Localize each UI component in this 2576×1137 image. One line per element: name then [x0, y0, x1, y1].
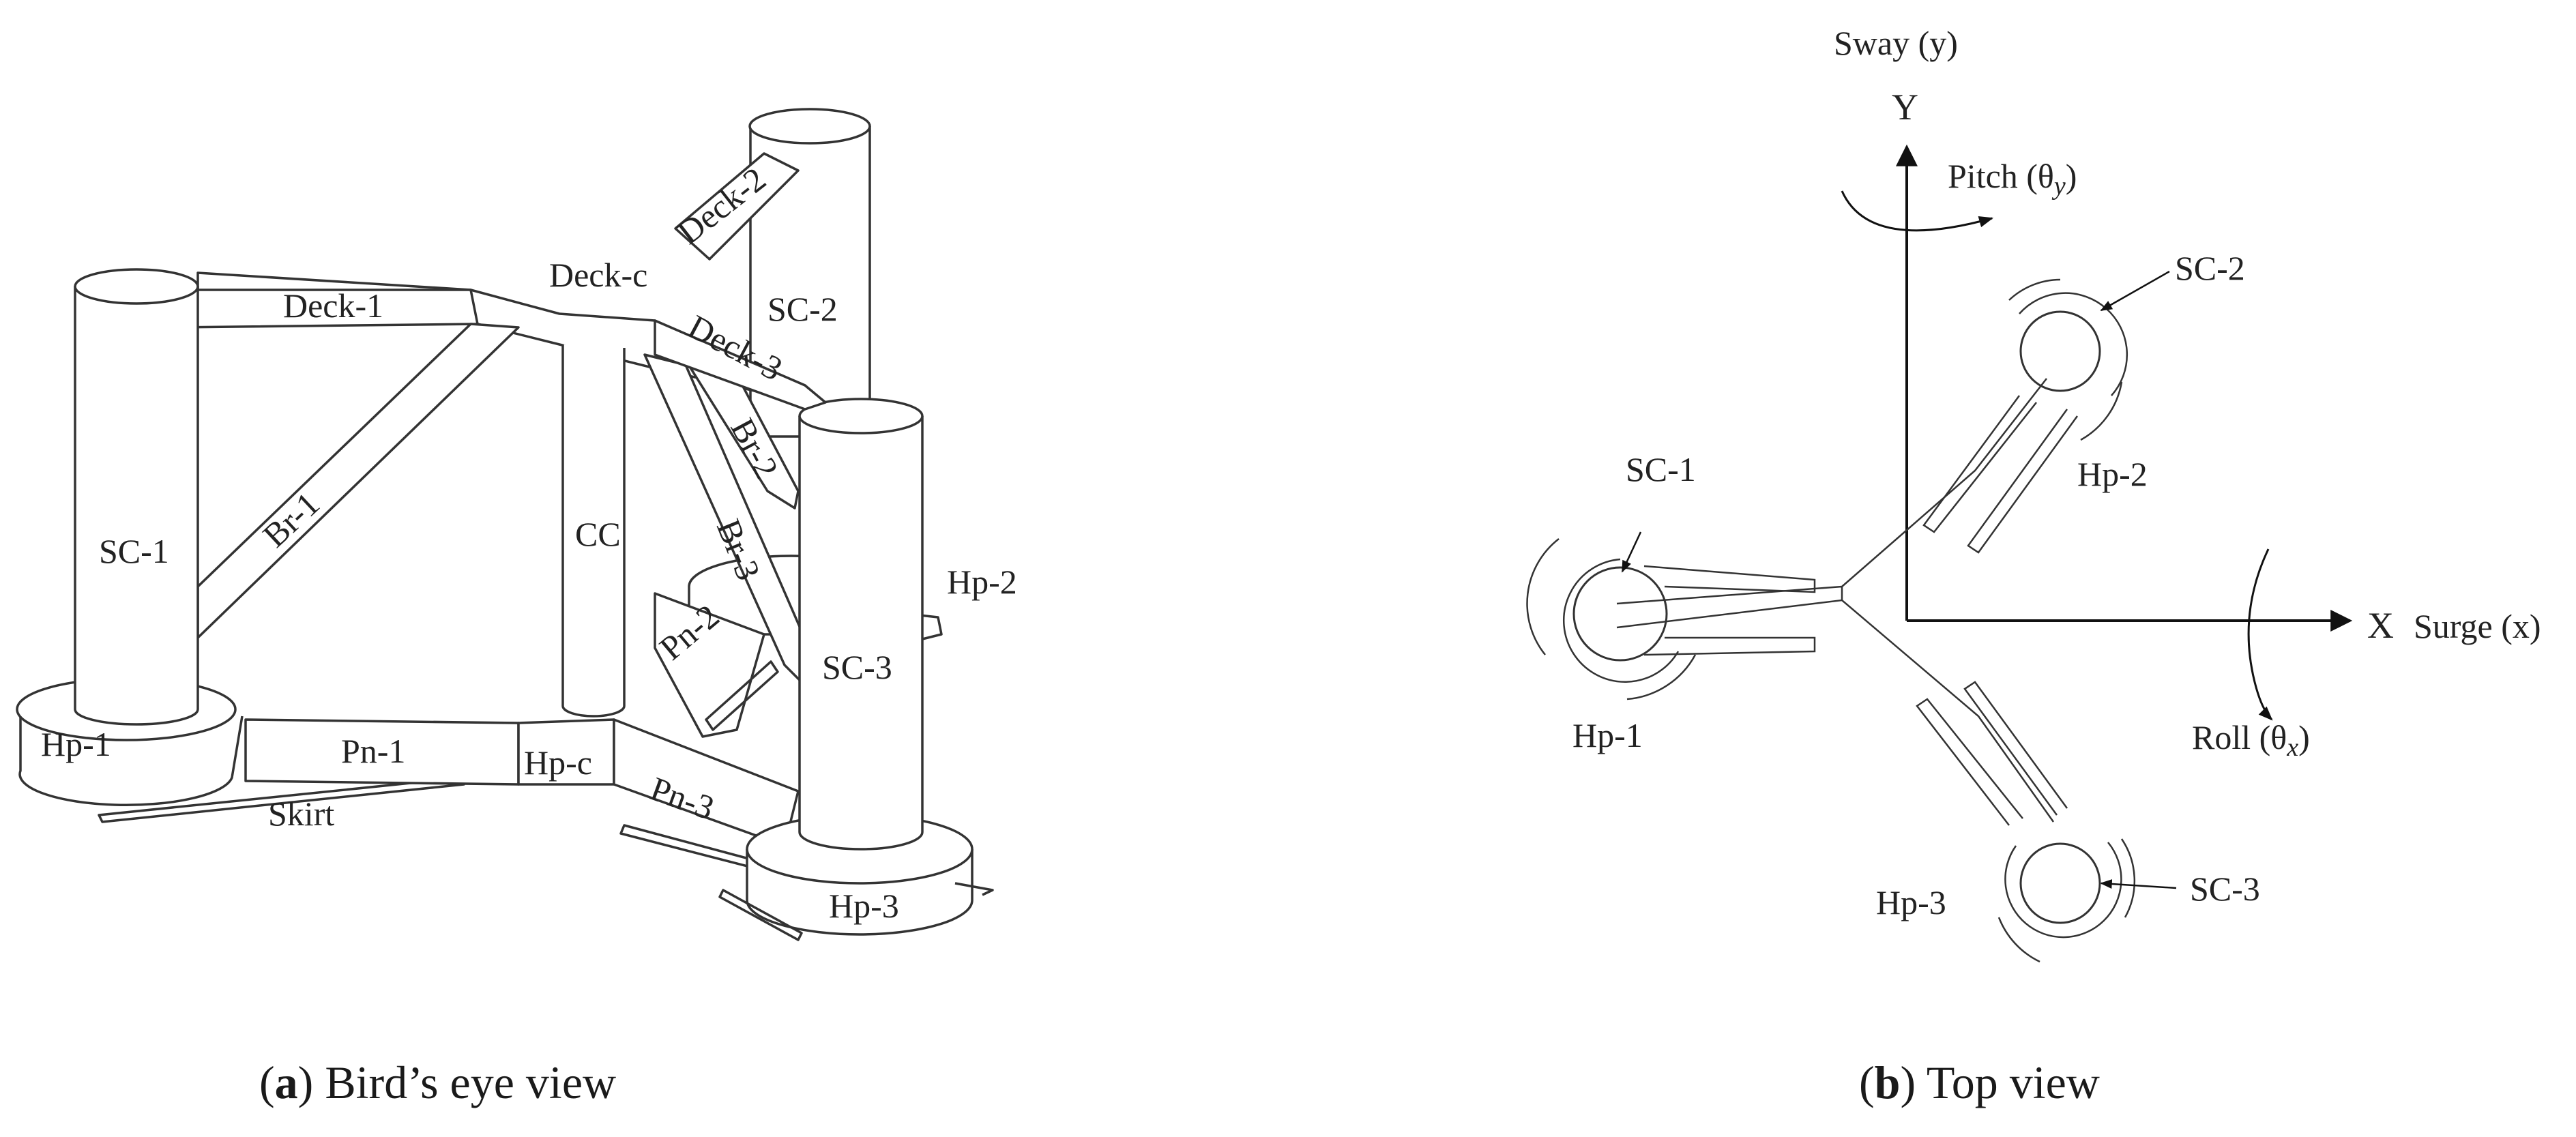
label-deck-c: Deck-c	[549, 256, 647, 294]
label-sway: Sway (y)	[1834, 24, 1958, 62]
topview-label-hp1: Hp-1	[1572, 716, 1643, 754]
label-sc1: SC-1	[99, 532, 169, 570]
topview-label-sc2: SC-2	[2175, 249, 2245, 287]
panel-a-birds-eye-view: SC-1 SC-2 SC-3 CC Deck-1 Deck-2 Deck-3 D…	[16, 108, 1017, 941]
caption-b-letter: b	[1875, 1057, 1901, 1108]
leader-sc2	[2100, 270, 2170, 312]
central-column-cc-shape	[561, 344, 626, 718]
topview-label-sc3: SC-3	[2190, 870, 2260, 908]
label-hp3: Hp-3	[829, 887, 899, 925]
label-cc: CC	[575, 515, 621, 553]
column-sc3-shape	[798, 398, 924, 851]
label-hp1: Hp-1	[41, 725, 111, 763]
label-pitch: Pitch (θy)	[1948, 157, 2077, 201]
topview-sc2-group	[1922, 278, 2128, 554]
pontoon-pn2-shape	[654, 592, 779, 738]
label-hpc: Hp-c	[524, 743, 592, 782]
caption-panel-a: (a) Bird’s eye view	[259, 1057, 616, 1108]
label-pn1: Pn-1	[341, 732, 405, 770]
deck3-shape	[654, 319, 827, 411]
topview-label-hp3: Hp-3	[1876, 883, 1946, 921]
leader-sc3	[2100, 879, 2177, 889]
label-hp2: Hp-2	[947, 563, 1017, 601]
caption-a-letter: a	[275, 1057, 298, 1108]
brace-br1-shape	[196, 323, 520, 639]
pitch-rotation-arrow	[1841, 190, 1994, 232]
leader-sc1	[1621, 531, 1642, 573]
label-surge: Surge (x)	[2414, 607, 2541, 645]
label-sc3: SC-3	[822, 648, 892, 686]
label-deck1: Deck-1	[283, 286, 383, 325]
label-x-axis: X	[2367, 605, 2394, 646]
caption-b-text: Top view	[1916, 1057, 2100, 1108]
deck-y-outline	[1616, 378, 2055, 823]
label-y-axis: Y	[1892, 87, 1918, 128]
topview-sc3-group	[1916, 681, 2136, 963]
topview-label-hp2: Hp-2	[2077, 455, 2148, 493]
label-roll: Roll (θx)	[2192, 718, 2310, 762]
topview-sc1-group	[1526, 538, 1816, 700]
roll-rotation-arrow	[2247, 548, 2273, 721]
deck2-shape	[674, 152, 800, 261]
label-sc2: SC-2	[767, 290, 838, 328]
label-skirt: Skirt	[268, 795, 334, 833]
topview-label-sc1: SC-1	[1626, 450, 1696, 488]
column-sc2-shape	[748, 108, 871, 438]
caption-panel-b: (b) Top view	[1859, 1057, 2100, 1108]
panel-b-top-view: Sway (y) Y Pitch (θy) X Surge (x) Roll (…	[1526, 24, 2541, 963]
caption-a-text: Bird’s eye view	[313, 1057, 616, 1108]
column-sc1-shape	[74, 268, 199, 726]
